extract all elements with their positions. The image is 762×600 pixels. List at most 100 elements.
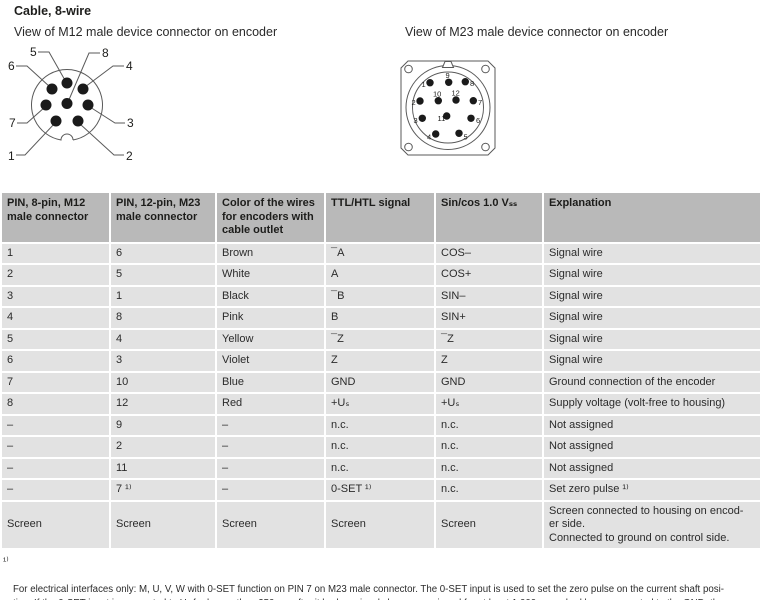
table-cell: 4 (111, 329, 215, 349)
pin-assignment-table: PIN, 8-pin, M12 male connector PIN, 12-p… (0, 191, 762, 550)
table-cell: ¯Z (326, 329, 434, 349)
footnote-marker: ¹⁾ (3, 556, 9, 567)
m23-pin-label: 10 (433, 90, 441, 99)
header-wire-color: Color of the wires for encoders with cab… (217, 193, 324, 242)
footnote: ¹⁾ For electrical interfaces only: M, U,… (2, 556, 762, 600)
m23-pin-labels: 9 1 8 10 12 2 7 3 11 6 4 5 (412, 71, 483, 142)
m23-pin-label: 3 (414, 116, 418, 125)
m23-pin-label: 2 (412, 98, 416, 107)
table-cell: Set zero pulse ¹⁾ (544, 480, 760, 500)
table-cell: Not assigned (544, 415, 760, 435)
table-cell: B (326, 308, 434, 328)
m23-housing-icon (400, 60, 496, 156)
m12-pin-label: 8 (102, 46, 109, 60)
m23-caption: View of M23 male device connector on enc… (405, 25, 669, 39)
table-cell: n.c. (326, 415, 434, 435)
table-header-row: PIN, 8-pin, M12 male connector PIN, 12-p… (2, 193, 760, 242)
table-cell: Black (217, 286, 324, 306)
table-cell: Not assigned (544, 437, 760, 457)
m12-pin-label: 1 (8, 149, 15, 163)
table-row: –2–n.c.n.c.Not assigned (2, 437, 760, 457)
table-cell: Signal wire (544, 351, 760, 371)
m12-pin-label: 4 (126, 59, 133, 73)
table-cell: 0-SET ¹⁾ (326, 480, 434, 500)
table-cell: 6 (2, 351, 109, 371)
table-cell: – (217, 458, 324, 478)
table-cell: White (217, 265, 324, 285)
table-cell: Signal wire (544, 286, 760, 306)
table-cell: 1 (2, 243, 109, 263)
table-cell: Screen connected to housing on encod- er… (544, 501, 760, 548)
m12-pin-label: 7 (9, 116, 16, 130)
table-cell: 4 (2, 308, 109, 328)
table-cell: Screen (2, 501, 109, 548)
table-cell: Signal wire (544, 308, 760, 328)
table-cell: 8 (111, 308, 215, 328)
table-cell: COS+ (436, 265, 542, 285)
table-cell: SIN+ (436, 308, 542, 328)
table-cell: Ground connection of the encoder (544, 372, 760, 392)
table-row: –11–n.c.n.c.Not assigned (2, 458, 760, 478)
table-cell: Violet (217, 351, 324, 371)
table-cell: Screen (436, 501, 542, 548)
header-pin-m12: PIN, 8-pin, M12 male connector (2, 193, 109, 242)
table-row: –9–n.c.n.c.Not assigned (2, 415, 760, 435)
m23-pin-label: 7 (478, 98, 482, 107)
table-cell: 3 (111, 351, 215, 371)
m12-pin-label: 3 (127, 116, 134, 130)
table-cell: Yellow (217, 329, 324, 349)
table-cell: n.c. (326, 437, 434, 457)
table-cell: n.c. (436, 437, 542, 457)
m23-pin-label: 12 (452, 89, 460, 98)
table-cell: 10 (111, 372, 215, 392)
table-cell: 8 (2, 394, 109, 414)
table-cell: 3 (2, 286, 109, 306)
m12-pin-labels: 5 8 6 4 7 3 1 2 (8, 45, 134, 163)
footnote-text: For electrical interfaces only: M, U, V,… (13, 584, 724, 600)
table-cell: n.c. (326, 458, 434, 478)
m23-pin-label: 1 (422, 80, 426, 89)
m12-connector-diagram: 5 8 6 4 7 3 1 2 (8, 45, 134, 163)
m12-housing-icon (31, 69, 103, 141)
table-cell: – (217, 415, 324, 435)
m23-pins-icon (416, 78, 477, 138)
table-cell: 7 ¹⁾ (111, 480, 215, 500)
table-cell: Z (436, 351, 542, 371)
table-cell: n.c. (436, 458, 542, 478)
table-cell: 9 (111, 415, 215, 435)
table-cell: A (326, 265, 434, 285)
table-cell: – (2, 415, 109, 435)
table-cell: Pink (217, 308, 324, 328)
m12-pin-label: 5 (30, 45, 37, 59)
table-cell: 2 (111, 437, 215, 457)
table-cell: ¯B (326, 286, 434, 306)
table-cell: 12 (111, 394, 215, 414)
table-cell: – (2, 480, 109, 500)
table-cell: GND (326, 372, 434, 392)
m23-pin-label: 5 (464, 133, 468, 142)
table-cell: Z (326, 351, 434, 371)
page-title: Cable, 8-wire (14, 4, 92, 18)
table-cell: Brown (217, 243, 324, 263)
table-cell: +Uₛ (326, 394, 434, 414)
m12-pin-label: 6 (8, 59, 15, 73)
table-cell: 11 (111, 458, 215, 478)
table-cell: 7 (2, 372, 109, 392)
table-cell: +Uₛ (436, 394, 542, 414)
m23-pin-label: 11 (438, 114, 446, 123)
m12-caption: View of M12 male device connector on enc… (14, 25, 278, 39)
table-cell: Not assigned (544, 458, 760, 478)
table-cell: n.c. (436, 415, 542, 435)
table-cell: Signal wire (544, 329, 760, 349)
table-cell: n.c. (436, 480, 542, 500)
table-cell: ¯Z (436, 329, 542, 349)
table-cell: – (2, 458, 109, 478)
